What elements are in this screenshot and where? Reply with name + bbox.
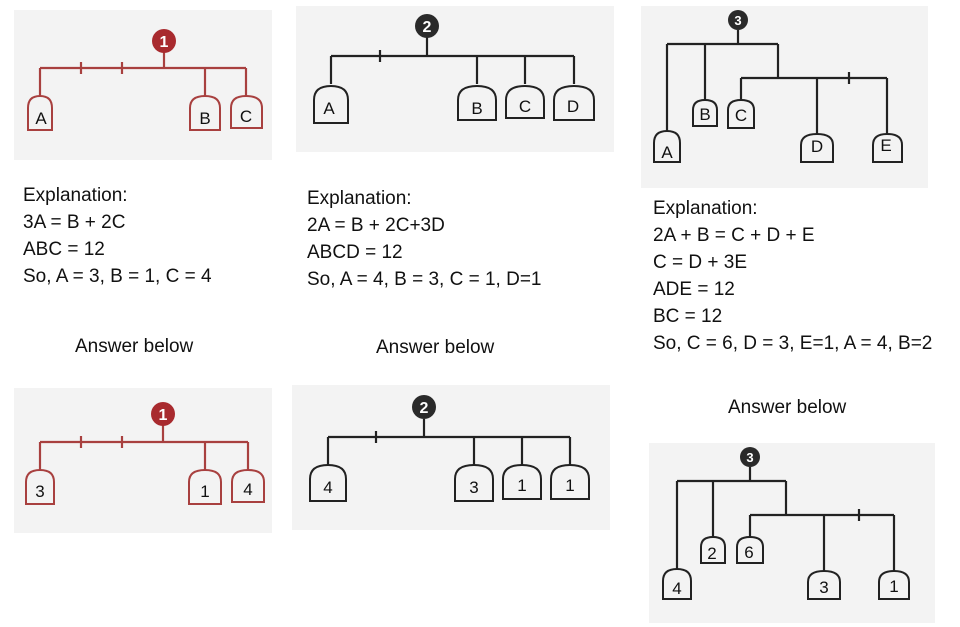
explanation-2: Explanation: 2A = B + 2C+3D ABCD = 12 So… bbox=[307, 185, 542, 293]
puzzle-1-answer: 1 3 1 4 bbox=[14, 388, 272, 533]
weight-a bbox=[27, 94, 53, 131]
mobile-diagram-3: 3 A B C D E bbox=[641, 6, 928, 188]
grid-background bbox=[296, 6, 614, 152]
answer-below-label-2: Answer below bbox=[376, 337, 495, 358]
explanation-title: Explanation: bbox=[653, 198, 758, 219]
badge-3-label: 3 bbox=[734, 13, 741, 28]
puzzle-1-question: 1 A B C bbox=[14, 10, 272, 160]
weight-a-label: A bbox=[323, 99, 335, 118]
weight-c bbox=[736, 535, 764, 564]
answer-d-value: 3 bbox=[819, 578, 828, 597]
weight-d bbox=[800, 132, 834, 163]
weight-a bbox=[662, 567, 692, 600]
badge-3 bbox=[740, 447, 760, 467]
explanation-line: 2A = B + 2C+3D bbox=[307, 215, 445, 236]
explanation-line: ABC = 12 bbox=[23, 239, 105, 260]
explanation-3: Explanation: 2A + B = C + D + E C = D + … bbox=[653, 195, 932, 357]
explanation-line: 3A = B + 2C bbox=[23, 212, 126, 233]
explanation-title: Explanation: bbox=[23, 185, 128, 206]
badge-1-label: 1 bbox=[160, 34, 169, 51]
weight-b bbox=[457, 84, 497, 121]
weight-d-label: D bbox=[567, 97, 579, 116]
badge-2-label: 2 bbox=[420, 400, 429, 417]
weight-b-label: B bbox=[699, 105, 710, 124]
mobile-diagram-3-answer: 3 4 2 6 3 1 bbox=[649, 443, 935, 623]
grid-background bbox=[649, 443, 935, 623]
answer-c-value: 6 bbox=[744, 543, 753, 562]
answer-b-value: 3 bbox=[469, 478, 478, 497]
explanation-line: C = D + 3E bbox=[653, 252, 747, 273]
puzzle-3-question: 3 A B C D E bbox=[641, 6, 928, 188]
grid-background bbox=[641, 6, 928, 188]
answer-b-value: 2 bbox=[707, 544, 716, 563]
answer-a-value: 4 bbox=[323, 478, 332, 497]
badge-3 bbox=[728, 10, 748, 30]
weight-c-label: C bbox=[240, 107, 252, 126]
answer-a-value: 4 bbox=[672, 579, 681, 598]
weight-b-label: B bbox=[471, 99, 482, 118]
badge-3-label: 3 bbox=[746, 450, 753, 465]
badge-1 bbox=[152, 29, 176, 53]
grid-background bbox=[14, 10, 272, 160]
answer-c-value: 4 bbox=[243, 480, 252, 499]
explanation-line: ABCD = 12 bbox=[307, 242, 403, 263]
answer-b-value: 1 bbox=[200, 482, 209, 501]
weight-a bbox=[309, 463, 347, 502]
explanation-line: So, A = 3, B = 1, C = 4 bbox=[23, 266, 212, 287]
weight-d-label: D bbox=[811, 137, 823, 156]
answer-a-value: 3 bbox=[35, 482, 44, 501]
weight-a-label: A bbox=[661, 143, 673, 162]
weight-b-label: B bbox=[199, 109, 210, 128]
badge-1 bbox=[151, 402, 175, 426]
weight-b bbox=[188, 468, 222, 505]
mobile-diagram-2-answer: 2 4 3 1 1 bbox=[292, 385, 610, 530]
weight-e bbox=[878, 569, 910, 600]
grid-background bbox=[292, 385, 610, 530]
answer-d-value: 1 bbox=[565, 476, 574, 495]
explanation-1: Explanation: 3A = B + 2C ABC = 12 So, A … bbox=[23, 182, 212, 290]
weight-d bbox=[553, 84, 595, 121]
explanation-title: Explanation: bbox=[307, 188, 412, 209]
explanation-line: 2A + B = C + D + E bbox=[653, 225, 815, 246]
weight-c-label: C bbox=[735, 106, 747, 125]
puzzle-3-answer: 3 4 2 6 3 1 bbox=[649, 443, 935, 623]
answer-c-value: 1 bbox=[517, 476, 526, 495]
explanation-line: So, C = 6, D = 3, E=1, A = 4, B=2 bbox=[653, 333, 933, 354]
weight-a bbox=[653, 129, 681, 163]
puzzle-2-answer: 2 4 3 1 1 bbox=[292, 385, 610, 530]
badge-2-label: 2 bbox=[423, 19, 432, 36]
weight-a bbox=[25, 468, 55, 505]
weight-e-label: E bbox=[880, 136, 891, 155]
weight-a-label: A bbox=[35, 109, 47, 128]
explanation-line: BC = 12 bbox=[653, 306, 723, 327]
mobile-diagram-1: 1 A B C bbox=[14, 10, 272, 160]
puzzle-2-question: 2 A B C D bbox=[296, 6, 614, 152]
badge-1-label: 1 bbox=[159, 407, 168, 424]
weight-b bbox=[692, 98, 718, 127]
mobile-diagram-1-answer: 1 3 1 4 bbox=[14, 388, 272, 533]
weight-e bbox=[872, 132, 903, 163]
weight-d bbox=[807, 569, 841, 600]
explanation-line: So, A = 4, B = 3, C = 1, D=1 bbox=[307, 269, 542, 290]
grid-background bbox=[14, 388, 272, 533]
badge-2 bbox=[412, 395, 436, 419]
badge-2 bbox=[415, 14, 439, 38]
answer-below-label-3: Answer below bbox=[728, 397, 847, 418]
weight-c bbox=[505, 84, 545, 119]
weight-d bbox=[550, 463, 590, 500]
weight-a bbox=[313, 84, 349, 124]
weight-c bbox=[231, 468, 265, 503]
weight-c bbox=[727, 98, 755, 129]
weight-b bbox=[454, 463, 494, 502]
mobile-diagram-2: 2 A B C D bbox=[296, 6, 614, 152]
weight-b bbox=[700, 535, 726, 564]
weight-c-label: C bbox=[519, 97, 531, 116]
answer-e-value: 1 bbox=[889, 577, 898, 596]
weight-b bbox=[189, 94, 221, 131]
answer-below-label-1: Answer below bbox=[75, 336, 194, 357]
weight-c bbox=[230, 94, 263, 129]
weight-c bbox=[502, 463, 542, 500]
explanation-line: ADE = 12 bbox=[653, 279, 735, 300]
